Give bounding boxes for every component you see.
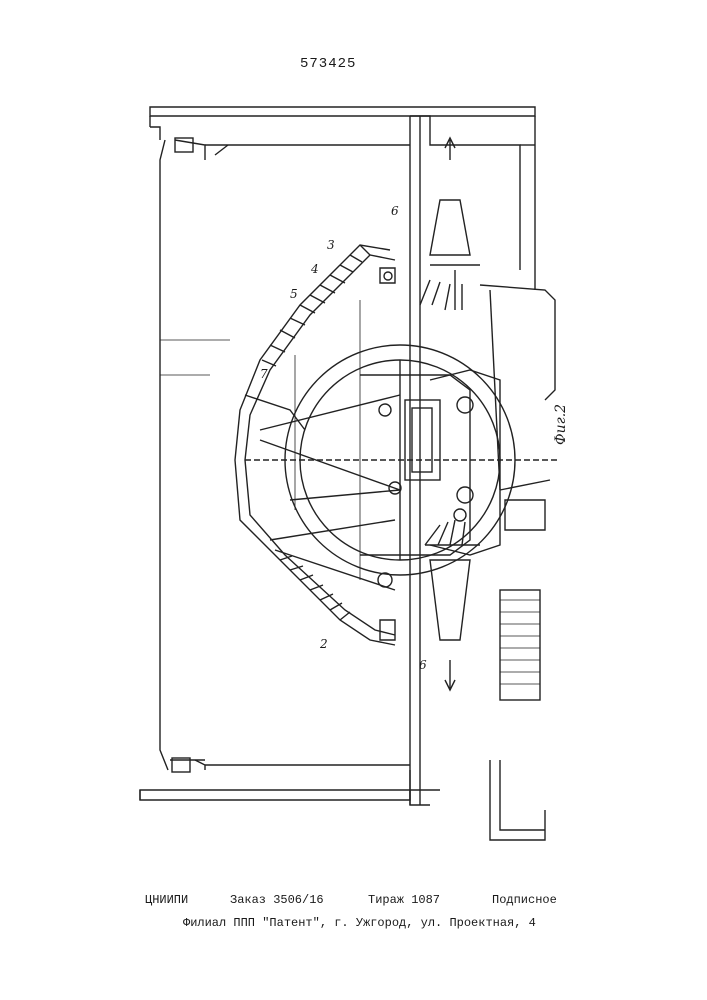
- footer-address: Филиал ППП "Патент", г. Ужгород, ул. Про…: [183, 916, 536, 930]
- nozzle-top: [420, 138, 480, 310]
- inner-walls: [205, 116, 545, 840]
- callout-5: 5: [290, 287, 298, 301]
- callout-2: 2: [320, 637, 328, 651]
- callout-6-bottom: 6: [419, 658, 427, 672]
- footer-order: Заказ 3506/16: [230, 893, 324, 907]
- dome-structure: [235, 245, 560, 645]
- callout-6-top: 6: [391, 204, 399, 218]
- footer-subscription: Подписное: [492, 893, 557, 907]
- nozzle-bottom: [425, 520, 480, 690]
- callout-7: 7: [260, 367, 268, 381]
- left-crane-rail: [150, 127, 205, 772]
- right-mechanism: [430, 285, 555, 700]
- callout-4: 4: [311, 262, 319, 276]
- figure-label: Фиг.2: [553, 404, 569, 445]
- outer-frame: [140, 107, 535, 800]
- footer-circulation: Тираж 1087: [368, 893, 440, 907]
- footer-org: ЦНИИПИ: [145, 893, 188, 907]
- footer-imprint: ЦНИИПИ Заказ 3506/16 Тираж 1087 Подписно…: [0, 893, 707, 913]
- callout-3: 3: [327, 238, 335, 252]
